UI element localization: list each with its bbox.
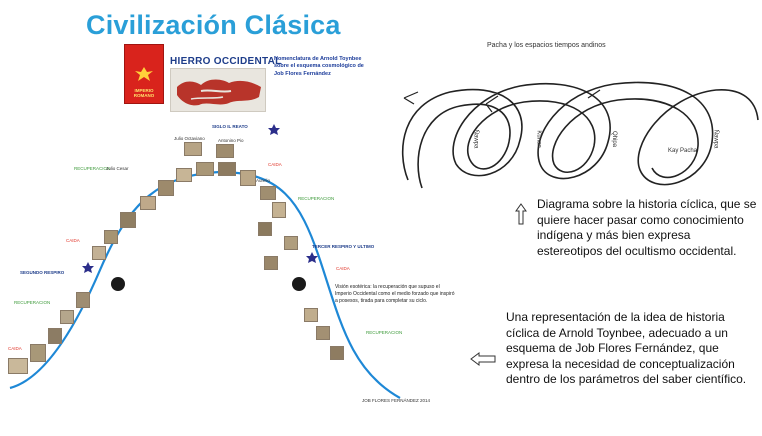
spiral-label-5: Ñawpa <box>712 129 719 149</box>
label-tercer-respiro: TERCER RESPIRO Y ULTIMO <box>312 244 375 249</box>
spiral-diagram-title: Pacha y los espacios tiempos andinos <box>487 42 606 49</box>
history-image <box>140 196 156 210</box>
history-image <box>284 236 298 250</box>
history-image <box>176 168 192 182</box>
roman-empire-logo: IMPERIO ROMANO <box>124 44 164 104</box>
cycle-node-left <box>111 277 125 291</box>
spiral-label-2: Kunan <box>535 130 542 148</box>
history-image <box>216 144 234 158</box>
history-image <box>184 142 202 156</box>
up-arrow-icon <box>515 203 527 225</box>
spiral-label-4: Kay Pacha <box>668 148 698 154</box>
label-recuperacion-2: RECUPERACION <box>14 300 51 305</box>
history-image <box>60 310 74 324</box>
spiral-label-1: Ñawpa <box>472 129 479 149</box>
empire-label: HIERRO OCCIDENTAL <box>170 56 282 67</box>
history-image <box>92 246 106 260</box>
history-image <box>264 256 278 270</box>
roman-empire-map <box>170 68 266 112</box>
label-pic-3: Aurelio <box>256 178 271 183</box>
label-pic-1: Julio Octaviano <box>174 136 205 141</box>
label-recuperacion-3: RECUPERACION <box>298 196 335 201</box>
history-image <box>316 326 330 340</box>
history-image <box>104 230 118 244</box>
logo-caption-1: IMPERIO <box>134 88 154 94</box>
history-image <box>304 308 318 322</box>
label-pic-2: Antonino Pio <box>218 138 244 143</box>
label-segundo-respiro: SEGUNDO RESPIRO <box>20 270 65 275</box>
history-image <box>8 358 28 374</box>
spiral-label-3: Qhipa <box>611 130 618 148</box>
star-icon <box>268 124 280 135</box>
page-title: Civilización Clásica <box>86 10 341 40</box>
label-caida-4: CAIDA <box>336 266 350 271</box>
esoteric-quote: Visión esotérica: la recuperación que su… <box>335 284 455 304</box>
eagle-icon <box>135 67 153 82</box>
label-recuperacion-4: RECUPERACION <box>366 330 403 335</box>
history-image <box>196 162 214 176</box>
label-julio-cesar: Julio Cesar <box>106 166 129 171</box>
map-graphic <box>177 79 261 106</box>
label-top: SIGLO IL REATO <box>212 124 248 129</box>
nomenclature-note: Nomenclatura de Arnold Toynbee sobre el … <box>274 56 364 77</box>
history-image <box>30 344 46 362</box>
logo-caption-2: ROMANO <box>133 93 155 99</box>
label-caida: CAIDA <box>66 238 80 243</box>
history-image <box>120 212 136 228</box>
history-image <box>158 180 174 196</box>
history-image <box>260 186 276 200</box>
history-image <box>48 328 62 344</box>
star-icon <box>82 262 94 273</box>
description-spiral: Diagrama sobre la historia cíclica, que … <box>537 197 757 258</box>
author-signature: JOB FLORES FERNÁNDEZ 2014 <box>362 398 431 403</box>
history-image <box>272 202 286 218</box>
history-image <box>258 222 272 236</box>
history-image <box>240 170 256 186</box>
description-toynbee: Una representación de la idea de histori… <box>506 310 747 386</box>
history-image <box>76 292 90 308</box>
label-recuperacion: RECUPERACION <box>74 166 111 171</box>
history-image <box>218 162 236 176</box>
label-caida-3: CAIDA <box>268 162 282 167</box>
left-arrow-icon <box>470 352 496 366</box>
star-icon <box>306 252 318 263</box>
cycle-node-right <box>292 277 306 291</box>
history-image <box>330 346 344 360</box>
label-caida-2: CAIDA <box>8 346 22 351</box>
